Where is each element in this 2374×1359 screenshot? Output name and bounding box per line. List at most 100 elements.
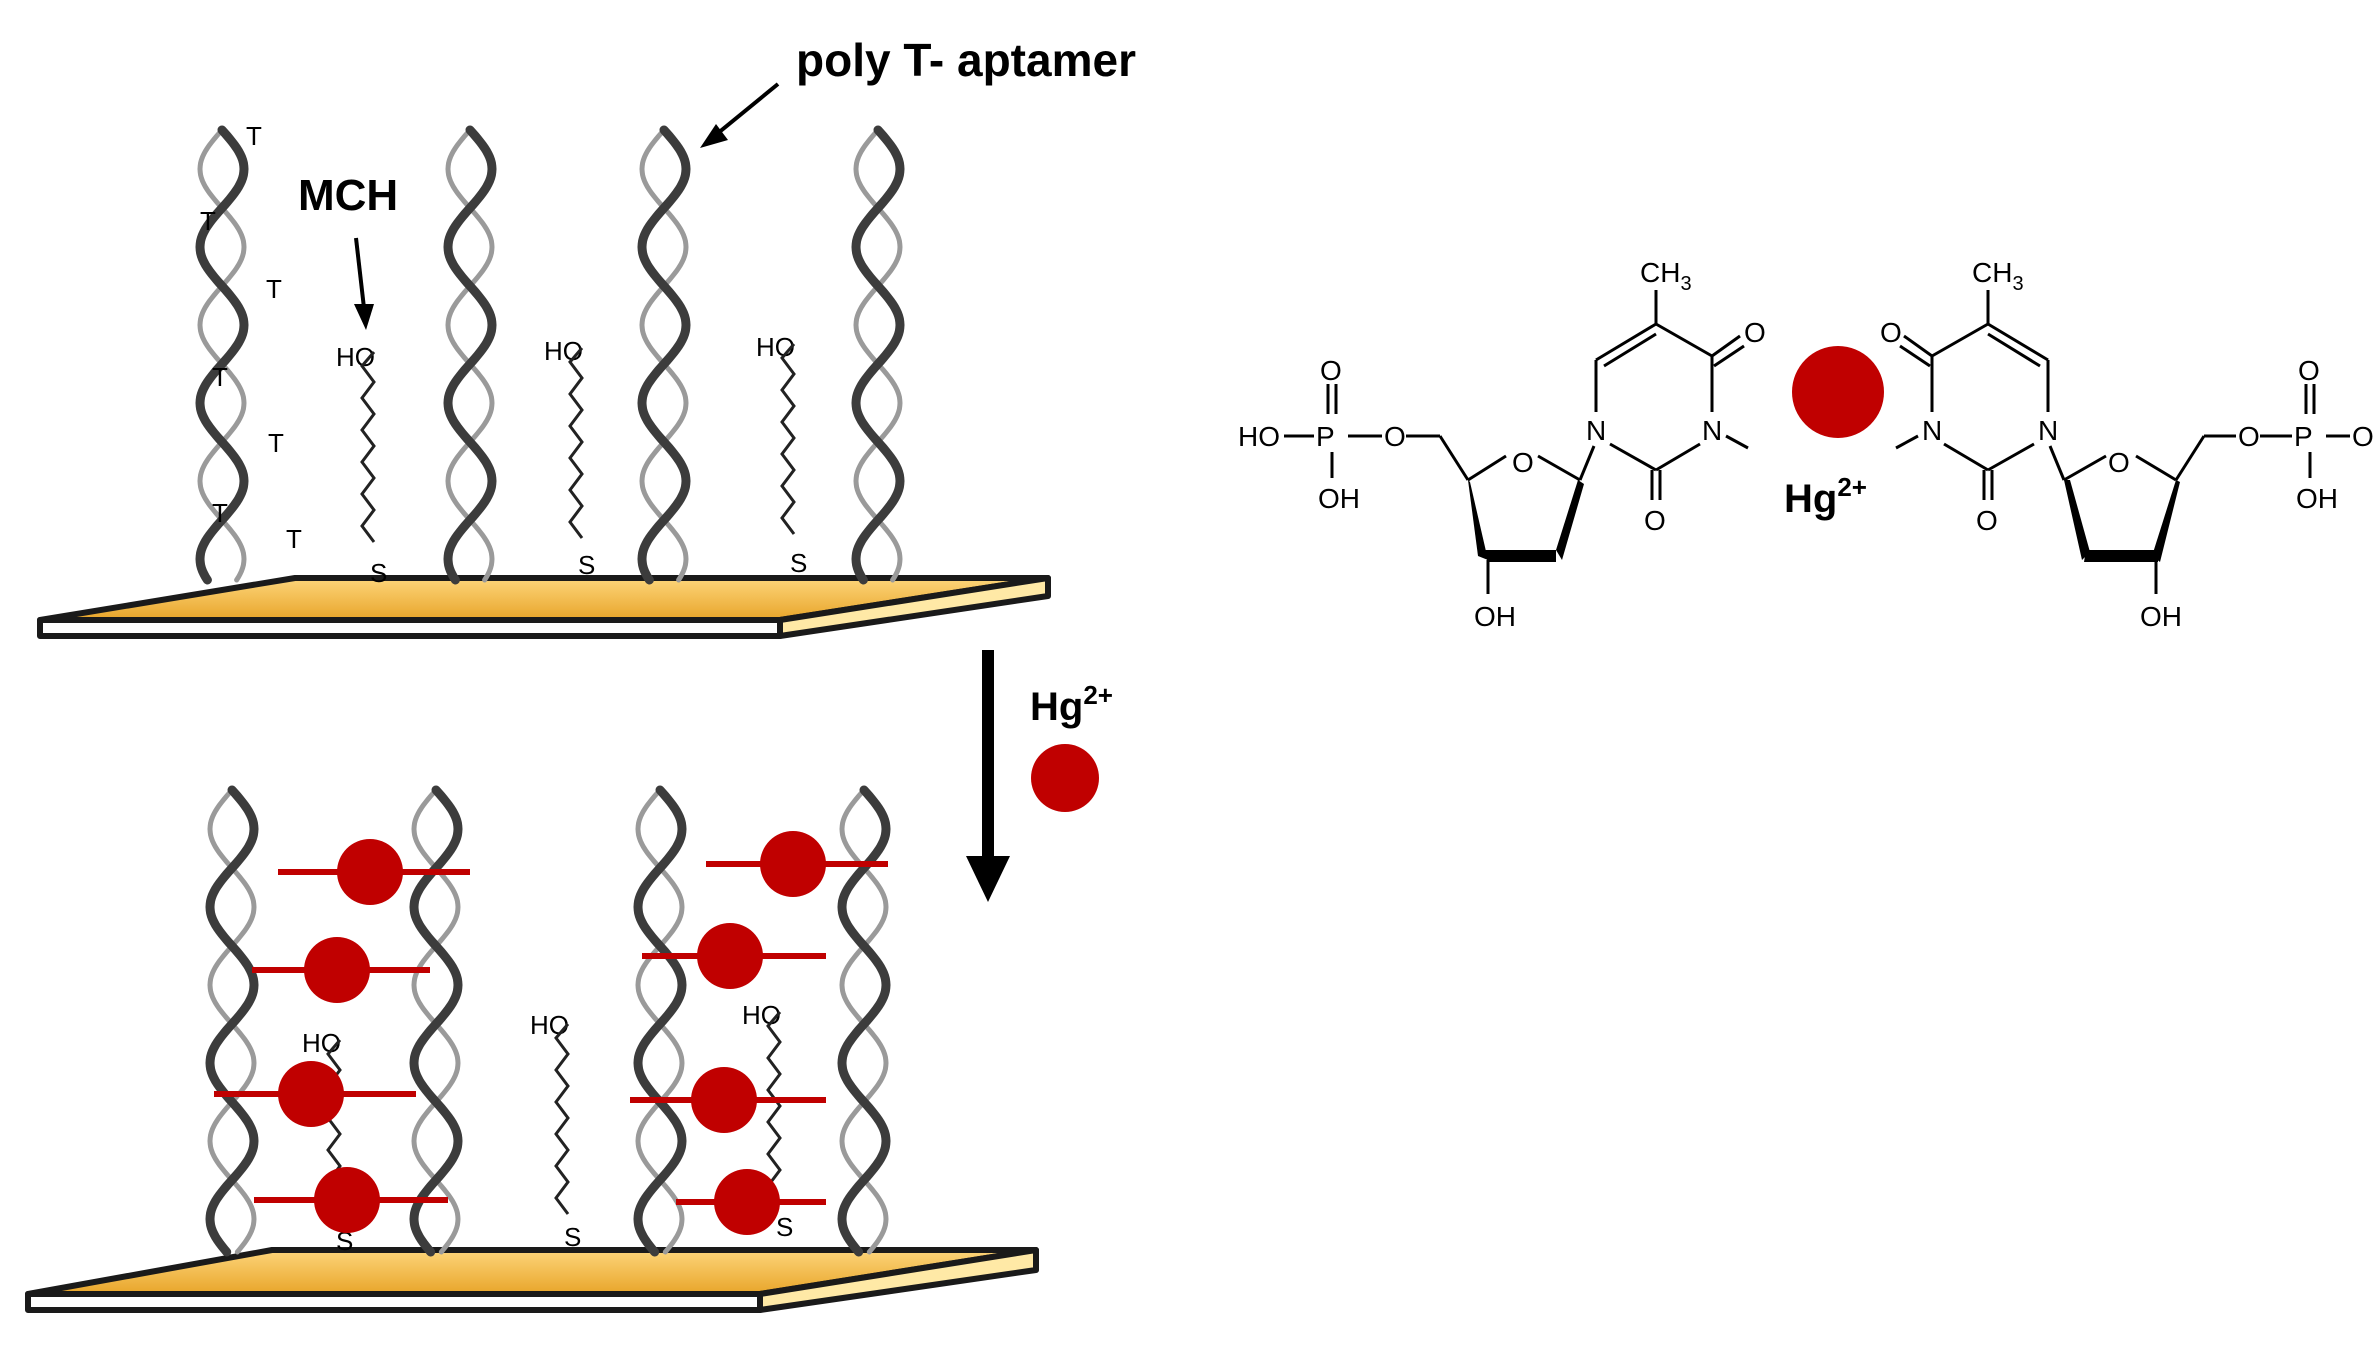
mercury-ion: [691, 1067, 757, 1133]
mch-sulfur: S: [370, 558, 387, 588]
mch-arrow: [354, 237, 374, 330]
bottom-electrode-panel: HO S HO S HO S: [25, 785, 1039, 1313]
strand-backbone-dark: [637, 125, 691, 585]
right-ester-oxygen: O: [2238, 421, 2260, 452]
hg-complex-charge: 2+: [1837, 472, 1867, 502]
t-hg-t-structure: HO P O OH O O OH N: [1238, 257, 2374, 632]
strand-backbone-dark: [837, 785, 891, 1257]
mch-alkyl-chain: [360, 351, 376, 543]
mch-alkyl-chain: [766, 1011, 782, 1203]
aptamer-strand: [443, 125, 497, 585]
t-hg-t-pair: [252, 937, 430, 1003]
right-sugar-oh: OH: [2140, 601, 2182, 632]
mch-sulfur: S: [578, 550, 595, 580]
left-ring-oxygen: O: [1512, 447, 1534, 478]
mch-hydroxyl: HO: [530, 1010, 569, 1040]
aptamer-strands-top: [195, 125, 905, 585]
left-methyl: CH3: [1640, 257, 1692, 295]
t-hg-t-pair: [278, 839, 470, 905]
right-phosphate-oh: OH: [2352, 421, 2374, 452]
t-hg-t-pair: [254, 1167, 448, 1233]
t-hg-t-pair: [642, 923, 826, 989]
left-phosphorus: P: [1316, 421, 1335, 452]
left-phosphate-oxo: O: [1320, 355, 1342, 386]
mch-chain: HOS: [336, 342, 387, 588]
svg-text:Hg2+: Hg2+: [1030, 680, 1113, 729]
mercury-ion: [760, 831, 826, 897]
left-carbonyl-bottom: O: [1644, 505, 1666, 536]
aptamer-strand: [851, 125, 905, 585]
poly-t-aptamer-label: poly T- aptamer: [796, 34, 1136, 86]
right-ring-oxygen: O: [2108, 447, 2130, 478]
strand-backbone-dark: [409, 785, 463, 1257]
mch-chain: HO S: [530, 1010, 581, 1252]
strand-backbone-light: [853, 127, 903, 583]
thymine-labels: T T T T T T T: [200, 121, 302, 554]
right-carbonyl-top: O: [1880, 317, 1902, 348]
thymine-letter: T: [246, 121, 262, 151]
mercury-ion: [697, 923, 763, 989]
left-methyl-text: CH: [1640, 257, 1680, 288]
mch-sulfur: S: [336, 1226, 353, 1256]
right-n3: N: [1922, 415, 1942, 446]
right-n1: N: [2038, 415, 2058, 446]
right-phosphate-oh-bottom: OH: [2296, 483, 2338, 514]
mch-chain: HO S: [742, 1000, 793, 1242]
gold-electrode-bottom: [25, 1247, 1039, 1313]
strand-backbone-light: [639, 127, 689, 583]
aptamer-strand: [837, 785, 891, 1257]
t-hg-t-bridges: [214, 831, 888, 1235]
right-sugar: O OH: [2048, 435, 2206, 632]
right-thymine-base: O CH3 N N O: [1880, 257, 2058, 536]
right-phosphate: O P O OH OH: [2204, 355, 2374, 514]
mercury-ion: [714, 1169, 780, 1235]
mch-hydroxyl: HO: [302, 1028, 341, 1058]
t-hg-t-pair: [214, 1061, 416, 1127]
mch-chain: HO S: [302, 1028, 353, 1256]
right-methyl: CH3: [1972, 257, 2024, 295]
hg-complex-ion: [1792, 346, 1884, 438]
mch-sulfur: S: [776, 1212, 793, 1242]
mch-hydroxyl: HO: [544, 336, 583, 366]
right-carbonyl-bottom: O: [1976, 505, 1998, 536]
left-ester-oxygen: O: [1384, 421, 1406, 452]
mercury-ion: [1031, 744, 1099, 812]
left-methyl-sub: 3: [1680, 273, 1691, 295]
left-n3: N: [1702, 415, 1722, 446]
aptamer-arrow: [700, 82, 780, 148]
reaction-arrow: [966, 650, 1010, 902]
aptamer-strand: [637, 125, 691, 585]
strand-backbone-dark: [195, 125, 249, 585]
hg-complex-label: Hg2+: [1784, 472, 1867, 521]
mch-sulfur: S: [790, 548, 807, 578]
hg-reagent-charge: 2+: [1083, 680, 1113, 710]
thymine-letter: T: [286, 524, 302, 554]
strand-backbone-light: [445, 127, 495, 583]
mch-hydroxyl: HO: [756, 332, 795, 362]
hg-complex-symbol: Hg: [1784, 477, 1837, 521]
aptamer-strand: [409, 785, 463, 1257]
mch-chain: HO S: [756, 332, 807, 578]
mch-alkyl-chain: [780, 343, 796, 535]
right-methyl-sub: 3: [2012, 273, 2023, 295]
mercury-ion: [304, 937, 370, 1003]
strand-backbone-dark: [633, 785, 687, 1257]
thymine-letter: T: [266, 274, 282, 304]
t-hg-t-pair: [706, 831, 888, 897]
strand-backbone-dark: [443, 125, 497, 585]
mch-sulfur: S: [564, 1222, 581, 1252]
left-thymine-base: N CH3 O N O: [1586, 257, 1766, 536]
mch-hydroxyl: HO: [742, 1000, 781, 1030]
left-phosphate-ho: HO: [1238, 421, 1280, 452]
aptamer-strand: [195, 125, 249, 585]
mercury-ion: [337, 839, 403, 905]
thymine-letter: T: [200, 206, 216, 236]
left-phosphate-oh: OH: [1318, 483, 1360, 514]
gold-electrode-top: [37, 575, 1051, 639]
mercury-ion: [314, 1167, 380, 1233]
hg-reagent-symbol: Hg: [1030, 685, 1083, 729]
t-hg-t-pair: [630, 1067, 826, 1133]
